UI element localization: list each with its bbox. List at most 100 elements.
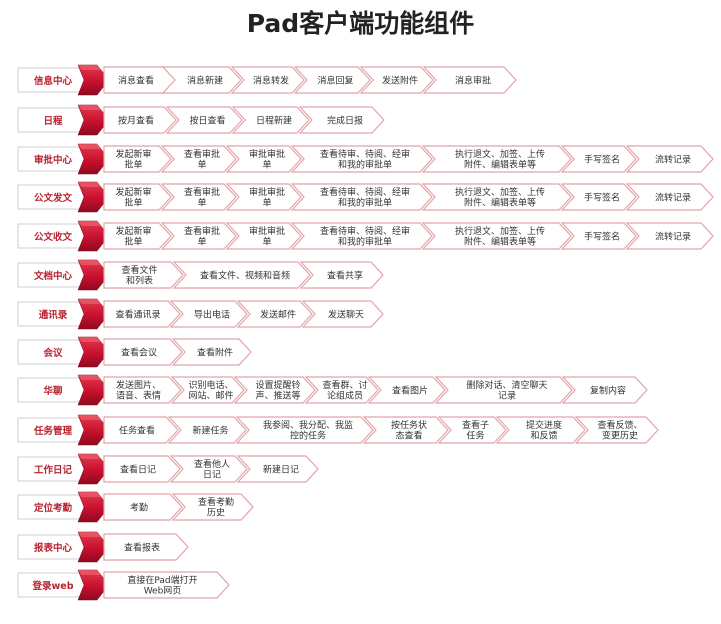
feature-chevron <box>171 493 254 521</box>
feature-chevron <box>103 493 183 521</box>
feature-chevron <box>625 222 714 250</box>
diagram-row: 通讯录查看通讯录导出电话发送邮件发送聊天 <box>17 298 384 330</box>
feature-chevron <box>103 338 183 366</box>
diagram-row: 文档中心查看文件和列表查看文件、视频和音频查看共享 <box>17 259 384 291</box>
feature-label: 新建日记 <box>263 464 299 476</box>
category-label: 日程 <box>43 115 63 127</box>
diagram-row: 日程按月查看按日查看日程新建完成日报 <box>17 104 385 136</box>
feature-chevron <box>231 106 310 134</box>
feature-label: 查看子任务 <box>462 419 489 442</box>
feature-chevron <box>103 300 181 328</box>
feature-label: 查看文件、视频和音频 <box>200 270 290 282</box>
feature-label: 发送图片、语音、表情 <box>116 379 161 402</box>
connector-highlight <box>78 375 101 380</box>
category-label: 报表中心 <box>34 542 73 554</box>
feature-chevron <box>235 416 374 444</box>
category-box <box>17 107 89 133</box>
feature-chevron <box>233 376 316 404</box>
category-box <box>17 494 89 520</box>
feature-chevron <box>359 66 434 94</box>
feature-chevron <box>160 145 237 173</box>
feature-label: 导出电话 <box>194 309 230 321</box>
connector-highlight <box>78 221 101 226</box>
feature-label: 发送邮件 <box>260 309 296 321</box>
category-label: 登录web <box>31 580 73 592</box>
category-label: 定位考勤 <box>33 502 73 514</box>
feature-label: 审批审批单 <box>249 225 285 248</box>
feature-chevron <box>160 183 237 211</box>
diagram-row: 定位考勤 考勤 查看考勤历史 <box>17 491 254 523</box>
category-label: 公文收文 <box>34 231 73 243</box>
feature-chevron <box>103 106 177 134</box>
category-box <box>17 67 89 93</box>
feature-label: 流转记录 <box>655 154 691 166</box>
feature-label: 查看文件和列表 <box>121 264 157 287</box>
connector-highlight <box>78 532 101 537</box>
feature-label: 按任务状态查看 <box>391 419 427 442</box>
feature-label: 消息转发 <box>253 75 289 87</box>
feature-chevron <box>165 106 243 134</box>
feature-label: 考勤 <box>130 502 148 514</box>
feature-label: 消息新建 <box>187 75 223 87</box>
connector-highlight <box>78 260 101 265</box>
connector-highlight <box>78 570 101 575</box>
feature-chevron <box>103 533 189 561</box>
feature-chevron <box>103 183 172 211</box>
category-box <box>17 377 89 403</box>
diagram-row: 华聊发送图片、语音、表情识别电话、网站、邮件设置提醒铃声、推送等查看群、讨论组成… <box>17 374 648 406</box>
diagram-row: 报表中心查看报表 <box>17 531 189 563</box>
category-label: 会议 <box>43 347 63 359</box>
feature-label: 查看待审、待阅、经审和我的审批单 <box>320 225 410 248</box>
feature-label: 消息回复 <box>317 75 353 87</box>
feature-label: 发起新审批单 <box>115 148 151 171</box>
feature-label: 发起新审批单 <box>115 225 151 248</box>
feature-label: 审批审批单 <box>249 186 285 209</box>
connector-highlight <box>78 337 101 342</box>
feature-chevron <box>290 183 433 211</box>
feature-label: 日程新建 <box>256 115 292 127</box>
feature-chevron <box>299 261 384 289</box>
feature-label: 查看附件 <box>197 347 233 359</box>
feature-label: 消息审批 <box>455 75 491 87</box>
feature-label: 查看通讯录 <box>115 309 160 321</box>
feature-chevron <box>421 183 572 211</box>
feature-chevron <box>169 300 248 328</box>
feature-chevron <box>422 66 517 94</box>
feature-label: 手写签名 <box>584 231 620 243</box>
feature-label: 执行退文、加签、上传附件、编辑表单等 <box>455 225 545 248</box>
connector-highlight <box>78 65 101 70</box>
feature-label: 流转记录 <box>655 192 691 204</box>
feature-chevron <box>625 145 714 173</box>
feature-chevron <box>103 222 172 250</box>
diagram-row: 审批中心发起新审批单查看审批单审批审批单查看待审、待阅、经审和我的审批单执行退文… <box>17 143 714 175</box>
feature-label: 手写签名 <box>584 192 620 204</box>
feature-chevron <box>437 416 507 444</box>
feature-label: 完成日报 <box>327 115 363 127</box>
feature-chevron <box>495 416 586 444</box>
feature-chevron <box>293 66 371 94</box>
feature-label: 执行退文、加签、上传附件、编辑表单等 <box>455 148 545 171</box>
feature-chevron <box>225 222 302 250</box>
feature-label: 查看考勤历史 <box>198 496 234 519</box>
category-label: 华聊 <box>43 385 63 397</box>
category-box <box>17 262 89 288</box>
category-box <box>17 572 89 598</box>
feature-chevron <box>298 106 385 134</box>
feature-label: 查看反馈、变更历史 <box>597 419 642 442</box>
feature-chevron <box>574 416 659 444</box>
feature-chevron <box>225 145 302 173</box>
feature-chevron <box>367 376 446 404</box>
category-label: 信息中心 <box>34 75 73 87</box>
feature-chevron <box>225 183 302 211</box>
feature-chevron <box>421 145 572 173</box>
feature-chevron <box>103 376 182 404</box>
connector-highlight <box>78 454 101 459</box>
feature-chevron <box>362 416 449 444</box>
diagram-row: 信息中心消息查看消息新建消息转发消息回复发送附件消息审批 <box>17 64 517 96</box>
feature-chevron <box>301 300 384 328</box>
feature-label: 识别电话、网站、邮件 <box>188 379 233 402</box>
feature-chevron <box>560 145 637 173</box>
feature-label: 查看图片 <box>392 385 428 397</box>
